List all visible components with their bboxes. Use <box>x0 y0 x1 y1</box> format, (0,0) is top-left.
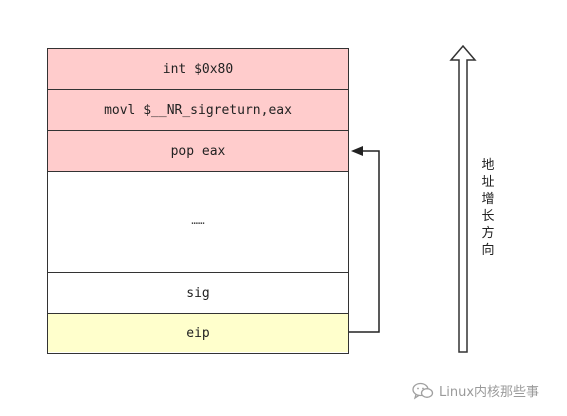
arrow-up-hollow-icon <box>449 44 477 353</box>
wechat-icon <box>412 382 434 400</box>
stack-frame: int $0x80 movl $__NR_sigreturn,eax pop e… <box>47 48 349 354</box>
address-direction-label: 地址增长方向 <box>481 158 495 258</box>
stack-cell-label: movl $__NR_sigreturn,eax <box>104 102 292 118</box>
stack-cell-movl-sigreturn: movl $__NR_sigreturn,eax <box>48 90 348 131</box>
stack-cell-label: …… <box>191 213 205 227</box>
stack-cell-int-0x80: int $0x80 <box>48 49 348 90</box>
stack-cell-label: pop eax <box>170 143 226 159</box>
stack-cell-eip: eip <box>48 314 348 352</box>
stack-cell-label: int $0x80 <box>162 61 234 77</box>
stack-cell-label: sig <box>186 285 210 301</box>
stack-cell-ellipsis: …… <box>48 172 348 273</box>
return-arrow-icon <box>349 146 380 333</box>
stack-cell-label: eip <box>186 325 210 341</box>
stack-cell-sig: sig <box>48 273 348 314</box>
stack-cell-pop-eax: pop eax <box>48 131 348 172</box>
watermark-text: Linux内核那些事 <box>439 385 540 400</box>
watermark: Linux内核那些事 <box>412 381 539 400</box>
